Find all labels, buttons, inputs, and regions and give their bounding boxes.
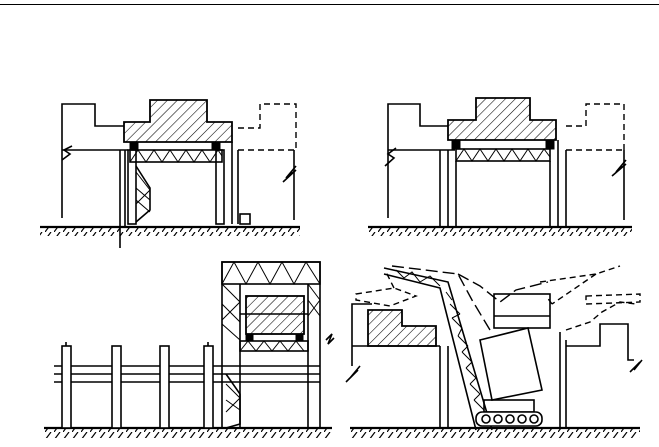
panel-d-crane-boom-outer [383,267,493,431]
panel-d-dashed-roof-right [585,293,641,305]
panel-a-support-right [211,141,221,151]
panel-d-right-break-mark [629,359,643,373]
panel-b-ground-hatch [368,228,632,236]
panel-c-columns [61,342,214,429]
panel-d-track-wheels [481,414,539,424]
panel-c-lower-bracing [225,373,241,429]
panel-d-crane-track [475,411,543,427]
panel-b-right-break-mark [611,159,627,177]
panel-d-dashed-load-left [355,287,418,307]
panel-c-lift-beam [239,340,309,352]
panel-d-crane-boom-inner [383,273,477,431]
panel-c-lift-beam-web [239,340,305,352]
panel-a-ground-hatch [40,228,300,236]
panel-c-support-right [295,333,304,342]
panel-a-right-column [215,149,225,225]
panel-d-crane-boom-web [395,269,485,411]
panel-c-lower-bracing-web [225,383,241,413]
panel-c-left-bracing [221,283,241,341]
panel-b-left-building [387,103,448,218]
panel-d [345,265,643,438]
panel-b-right-dashed-building [566,103,626,151]
panel-b-support-left [451,139,461,150]
panel-b [368,97,632,236]
panel-a-left-column [127,149,137,225]
panel-d-crane-base [483,399,535,413]
panel-d-dashed-boom-3 [539,265,621,305]
panel-c-hatched-slab [245,295,305,335]
panel-b-break-mark [384,147,397,167]
panel-d-crane-cab [479,327,543,401]
panel-b-support-right [545,139,555,150]
top-rule [0,4,659,5]
panel-a-support-left [129,141,139,151]
panel-c-support-left [245,333,254,342]
panel-d-break-mark [345,365,361,383]
panel-a-right-break-mark [282,165,297,183]
panel-a-base-block [239,213,251,225]
panel-a-right-dashed-building [238,103,297,151]
panel-a-bracing-web [135,171,151,213]
panel-c-top-truss-web [221,260,321,286]
panel-a-left-building [61,103,124,218]
panel-a-break-mark [61,145,73,161]
panel-b-truss-beam [455,148,551,162]
panel-a-bracing-tower [135,165,151,223]
panel-c-break-mark [325,333,335,345]
panel-d-dashed-boom-1 [391,265,491,331]
panel-b-truss-web [455,148,551,162]
panel-c [44,260,335,438]
panel-b-hatched-slab [447,97,557,141]
panel-c-tower-frame [221,261,321,429]
panel-d-dashed-load-right [565,301,637,331]
panel-a-truss-web [129,149,223,163]
panel-c-top-truss [221,261,321,285]
panel-d-hoisted-load [493,293,551,329]
panel-d-ground-hatch [350,429,640,438]
panel-c-ground-hatch [44,429,332,438]
panel-d-right-building [566,323,634,361]
panel-a-hatched-slab [123,99,233,143]
panel-a [40,99,300,248]
panel-d-hatched-slab [367,309,437,347]
panel-c-right-bracing [307,283,321,317]
